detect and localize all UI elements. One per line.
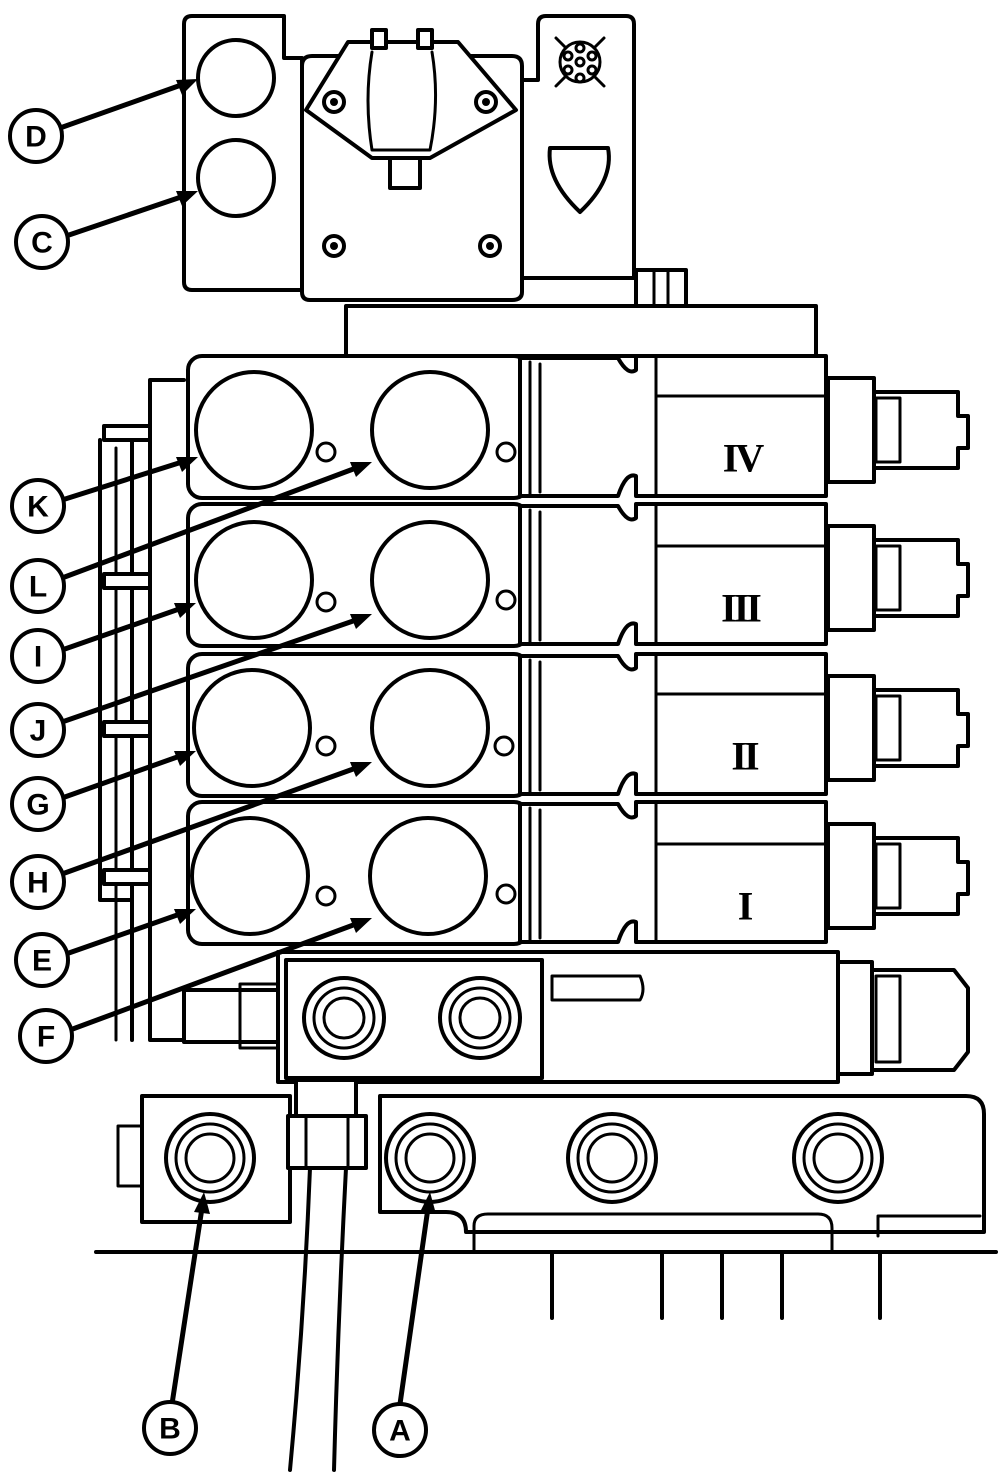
callout-label-B: B — [159, 1413, 181, 1446]
callout-label-C: C — [31, 227, 53, 260]
callout-label-H: H — [27, 867, 49, 900]
callout-label-F: F — [37, 1021, 55, 1054]
frame-base — [94, 1250, 998, 1320]
section-label-2: II — [731, 734, 759, 779]
valve-section-2 — [102, 652, 970, 798]
manifold-base — [116, 1094, 986, 1252]
callout-H: H — [10, 762, 372, 910]
callout-L: L — [10, 462, 372, 614]
connector-bracket — [182, 14, 636, 302]
callout-A: A — [372, 1192, 436, 1458]
cap-block — [344, 268, 818, 358]
callout-K: K — [10, 457, 198, 534]
section-label-4: IV — [723, 436, 765, 481]
callout-label-D: D — [25, 121, 47, 154]
callout-label-A: A — [389, 1415, 411, 1448]
callout-label-I: I — [34, 641, 42, 674]
section-label-3: III — [721, 586, 761, 631]
pin-connector-icon — [554, 36, 606, 88]
callout-F: F — [18, 918, 372, 1064]
hose-fitting — [286, 1078, 368, 1472]
valve-section-4 — [102, 354, 970, 500]
valve-section-3 — [102, 502, 970, 648]
callout-I: I — [10, 603, 196, 684]
callout-label-G: G — [26, 789, 49, 822]
callout-G: G — [10, 751, 196, 832]
left-frame — [98, 378, 186, 1042]
callout-E: E — [14, 909, 196, 988]
callout-B: B — [142, 1192, 210, 1456]
callout-C: C — [14, 191, 198, 270]
callout-label-E: E — [32, 945, 52, 978]
valve-section-1 — [102, 800, 970, 946]
callout-label-K: K — [27, 491, 49, 524]
inlet-block — [182, 950, 970, 1084]
callout-D: D — [8, 79, 198, 164]
callout-label-J: J — [30, 715, 47, 748]
callout-label-L: L — [29, 571, 47, 604]
callout-J: J — [10, 614, 372, 758]
